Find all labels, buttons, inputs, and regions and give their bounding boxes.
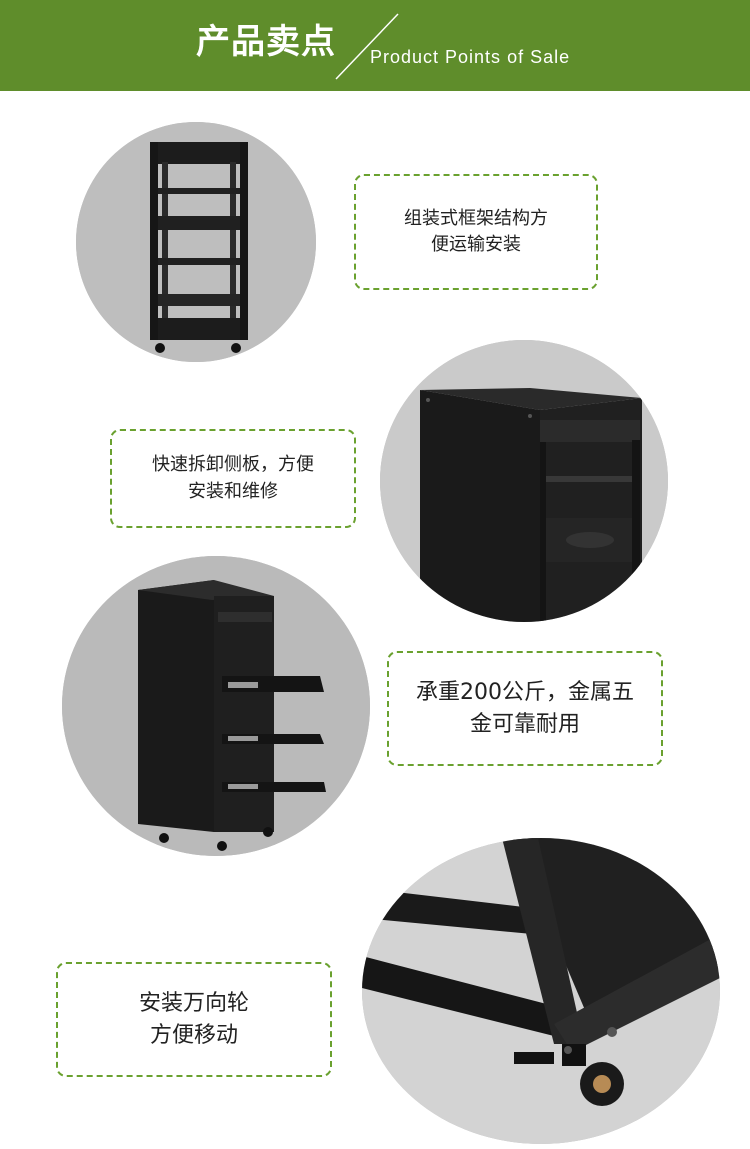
header-banner: 产品卖点 Product Points of Sale [0,0,750,91]
feature-text: 安装万向轮 方便移动 [138,990,249,1048]
caster-closeup-image [362,838,720,1144]
feature-text: 承重200公斤，金属五 金可靠耐用 [416,679,634,737]
cabinet-closeup-image [380,340,668,622]
feature-box-load-capacity: 承重200公斤，金属五 金可靠耐用 [387,651,663,766]
header-title-en: Product Points of Sale [370,47,571,67]
rack-frame-image [76,122,316,362]
feature-box-frame-structure: 组装式框架结构方 便运输安装 [354,174,598,290]
feature-box-side-panel: 快速拆卸侧板，方便 安装和维修 [110,429,356,528]
feature-text: 组装式框架结构方 便运输安装 [404,207,548,255]
cabinet-drawers-image [62,556,370,856]
header-title-cn: 产品卖点 [196,22,336,62]
header-divider-slash [335,13,399,80]
feature-text: 快速拆卸侧板，方便 安装和维修 [152,454,314,502]
feature-box-casters: 安装万向轮 方便移动 [56,962,332,1077]
